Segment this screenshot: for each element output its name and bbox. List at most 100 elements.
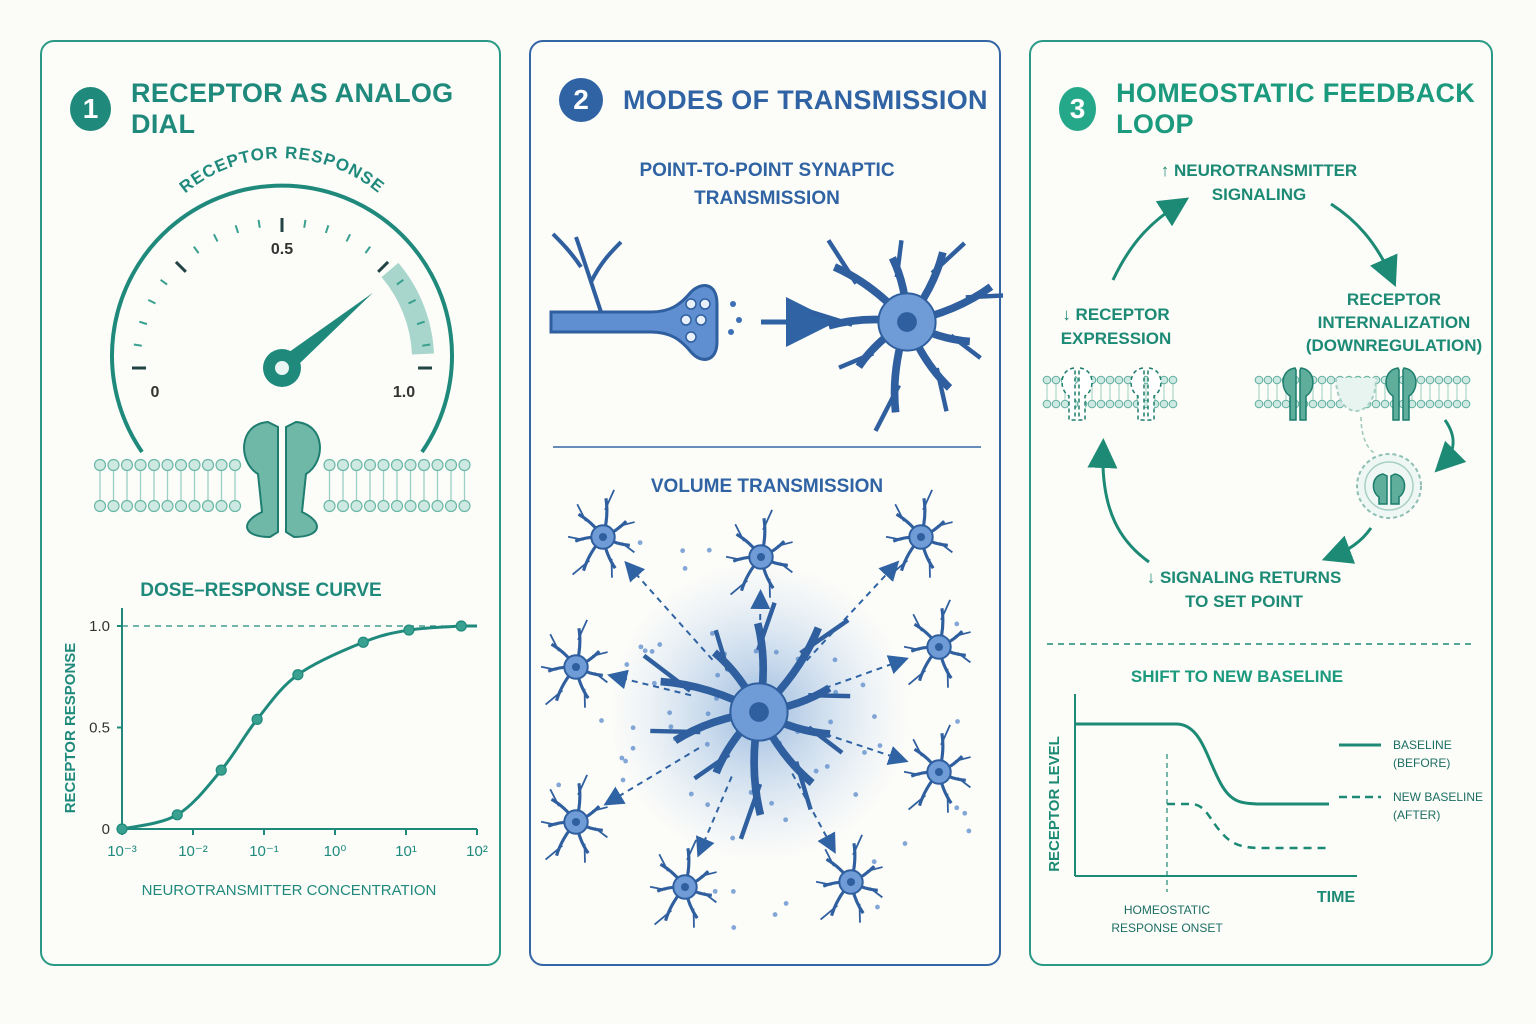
gauge-tick [364,246,371,254]
loop-left-line2: EXPRESSION [1061,329,1172,348]
legend-after-line2: (AFTER) [1393,808,1440,822]
data-point [116,823,128,835]
shift-xlabel: TIME [1317,889,1356,906]
panel2-header: 2 MODES OF TRANSMISSION [559,78,988,122]
panel1-number: 1 [70,87,112,131]
diffusion-arrow [791,773,836,854]
neuron-icon [815,834,883,923]
endocytic-vesicle-icon [1356,416,1422,519]
legend-before-line2: (BEFORE) [1393,756,1450,770]
gauge-needle [276,292,373,375]
gauge-tick [193,246,200,254]
data-point [403,624,415,636]
gauge-tick [422,343,431,347]
cell-membrane [93,458,471,513]
data-point [251,713,263,725]
gauge-tick [133,343,142,347]
neuron-icon [885,489,953,578]
neuron-icon [903,724,971,813]
x-tick-label: 10⁻² [178,843,208,860]
x-tick-label: 10⁻³ [107,843,137,860]
panel1-header: 1 RECEPTOR AS ANALOG DIAL [70,78,499,140]
panel2-graphic: POINT-TO-POINT SYNAPTIC TRANSMISSION VOL… [540,160,1003,930]
gauge-tick [396,279,404,286]
neuron-icon [642,602,851,840]
diffusion-arrow [696,776,733,858]
loop-arrow-right [1330,202,1398,287]
panel3-header: 3 HOMEOSTATIC FEEDBACK LOOP [1059,78,1491,140]
baseline-shift-chart: RECEPTOR LEVEL TIME HOMEOSTATIC RESPONSE… [1046,694,1483,935]
baseline-after-line [1167,802,1329,850]
gauge-tick [147,299,156,305]
data-point [292,669,304,681]
y-tick-label: 0 [102,821,110,838]
gauge-tick [213,233,219,242]
shift-title: SHIFT TO NEW BASELINE [1131,667,1343,686]
loop-right-line3: (DOWNREGULATION) [1306,336,1482,355]
gauge-ticks [132,218,432,370]
loop-arrow-left [1087,438,1150,564]
gauge-tick [139,320,148,326]
loop-right-line1: RECEPTOR [1347,290,1441,309]
data-point [171,809,183,821]
volume-transmission-diagram [540,489,972,930]
neuron-icon [567,489,635,578]
x-tick-label: 10¹ [395,843,417,860]
loop-arrow-down [1321,527,1373,564]
diffusion-arrow [825,733,909,766]
data-point [455,620,467,632]
panel1-title: RECEPTOR AS ANALOG DIAL [131,78,454,139]
y-tick-label: 0.5 [89,720,110,737]
curve-title: DOSE–RESPONSE CURVE [140,580,381,601]
gauge-arc [110,183,454,454]
volume-label: VOLUME TRANSMISSION [651,476,883,497]
x-tick-label: 10² [466,843,488,860]
onset-label-line2: RESPONSE ONSET [1111,921,1223,935]
synaptic-label-line2: TRANSMISSION [694,188,840,209]
loop-arrow-vesicle [1434,419,1467,473]
gauge-tick [345,233,351,242]
gauge-tick [408,299,417,305]
diffusion-arrow [624,560,714,661]
gauge-tick [324,225,330,234]
receptor-channel-icon [243,420,321,539]
neuron-icon [809,239,1003,432]
x-tick-label: 10⁻¹ [249,843,279,860]
loop-left-line1: ↓ RECEPTOR [1062,305,1169,324]
diffusion-arrow [750,588,771,643]
gauge-tick-max: 1.0 [393,384,415,401]
loop-bottom-line1: ↓ SIGNALING RETURNS [1147,568,1342,587]
panel1-graphic: RECEPTOR RESPONSE 0 0.5 1.0 DOSE–RESPONS… [62,143,488,899]
gauge-high-zone [381,262,434,355]
y-axis-label: RECEPTOR RESPONSE [62,643,79,814]
baseline-before-line [1075,722,1329,806]
panel3-number: 3 [1059,87,1097,131]
synaptic-label-line1: POINT-TO-POINT SYNAPTIC [639,160,894,181]
onset-label-line1: HOMEOSTATIC [1124,903,1211,917]
postsynaptic-neuron-icon [809,239,1003,432]
gauge-needle-shape [276,292,373,375]
panel-transmission-modes: 2 MODES OF TRANSMISSION POINT-TO-POINT S… [529,40,1003,966]
membrane-reduced-receptors [1042,367,1178,421]
neuron-icon [725,509,793,598]
loop-arrow-up [1111,197,1190,281]
data-point [215,764,227,776]
gauge-tick [416,320,425,326]
gauge-tick [257,219,261,228]
gauge-tick [234,225,240,234]
gauge-tick [303,219,307,228]
loop-top-line2: SIGNALING [1212,185,1306,204]
x-axis-label: NEUROTRANSMITTER CONCENTRATION [142,882,437,899]
y-tick-label: 1.0 [89,618,110,635]
dose-response-curve [121,624,477,831]
panel-feedback-loop: 3 HOMEOSTATIC FEEDBACK LOOP ↑ NEUROTRANS… [1029,40,1493,966]
legend-before-line1: BASELINE [1393,738,1452,752]
gauge-hub-center [275,361,289,375]
neuron-icon [649,839,717,928]
gauge-label: RECEPTOR RESPONSE [176,143,388,197]
panel3-graphic: ↑ NEUROTRANSMITTER SIGNALING RECEPTOR IN… [1042,161,1483,935]
neuron-icon [540,774,608,863]
gauge-tick-min: 0 [151,384,160,401]
loop-top-line1: ↑ NEUROTRANSMITTER [1161,161,1357,180]
